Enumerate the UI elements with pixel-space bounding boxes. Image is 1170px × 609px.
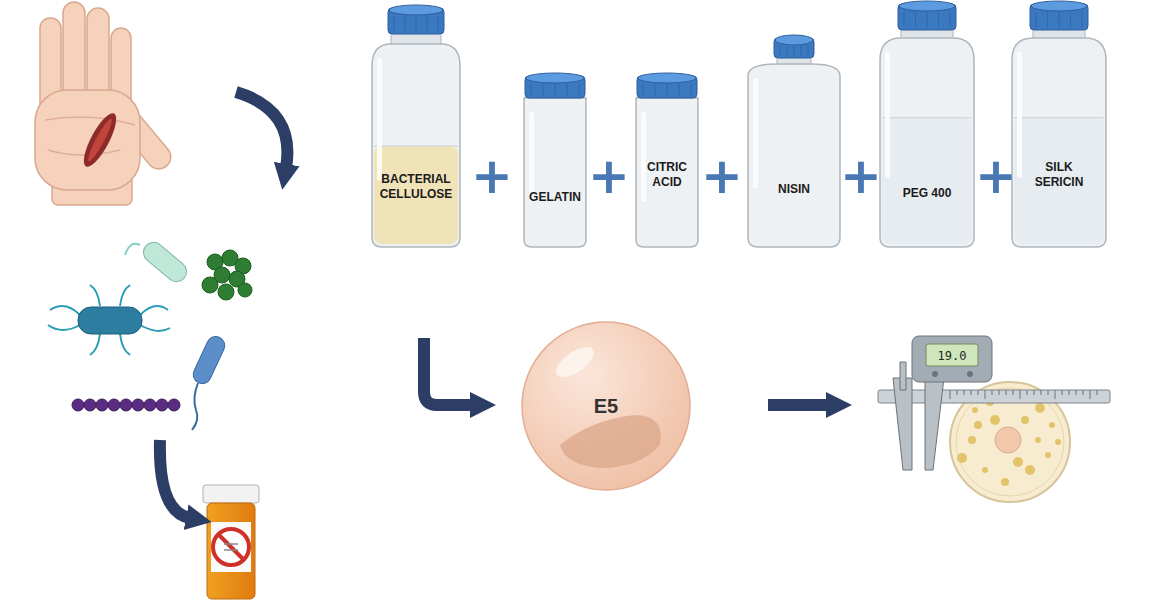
- bottle-label: NISIN: [752, 182, 836, 197]
- bacteria: [48, 238, 252, 430]
- wound: [78, 109, 122, 170]
- ingredient-bottle: NISIN: [746, 34, 842, 248]
- ingredient-bottle: GELATIN: [522, 72, 588, 248]
- plus-sign: +: [975, 151, 1017, 201]
- flow-arrow: [768, 399, 830, 411]
- ingredient-bottle: SILK SERICIN: [1010, 0, 1108, 248]
- bottle-outline: [370, 4, 462, 248]
- bottle-outline: [746, 34, 842, 248]
- plus-sign: +: [840, 151, 882, 201]
- plus-sign: +: [471, 151, 513, 201]
- flow-arrow: [160, 440, 190, 518]
- bottle-label: PEG 400: [884, 186, 970, 201]
- ingredient-bottle: PEG 400: [878, 0, 976, 248]
- ingredient-bottle: BACTERIAL CELLULOSE: [370, 4, 462, 248]
- product-sphere: E5: [520, 320, 692, 492]
- bottle-outline: [878, 0, 976, 248]
- caliper: [878, 336, 1110, 470]
- plus-sign: +: [701, 151, 743, 201]
- plus-sign: +: [588, 151, 630, 201]
- hand: [35, 2, 176, 205]
- flow-arrow: [424, 338, 474, 405]
- bottle-label: GELATIN: [525, 190, 585, 205]
- sample-label: E5: [520, 394, 692, 419]
- ingredient-bottle: CITRIC ACID: [634, 72, 700, 248]
- bottle-outline: [522, 72, 588, 248]
- caliper-reading: 19.0: [938, 349, 967, 363]
- bottle-outline: [1010, 0, 1108, 248]
- bottle-label: BACTERIAL CELLULOSE: [376, 172, 456, 202]
- bottle-label: CITRIC ACID: [639, 160, 695, 190]
- bottle-label: SILK SERICIN: [1024, 160, 1094, 190]
- pill-bottle: [203, 485, 259, 599]
- flow-arrow: [236, 92, 287, 168]
